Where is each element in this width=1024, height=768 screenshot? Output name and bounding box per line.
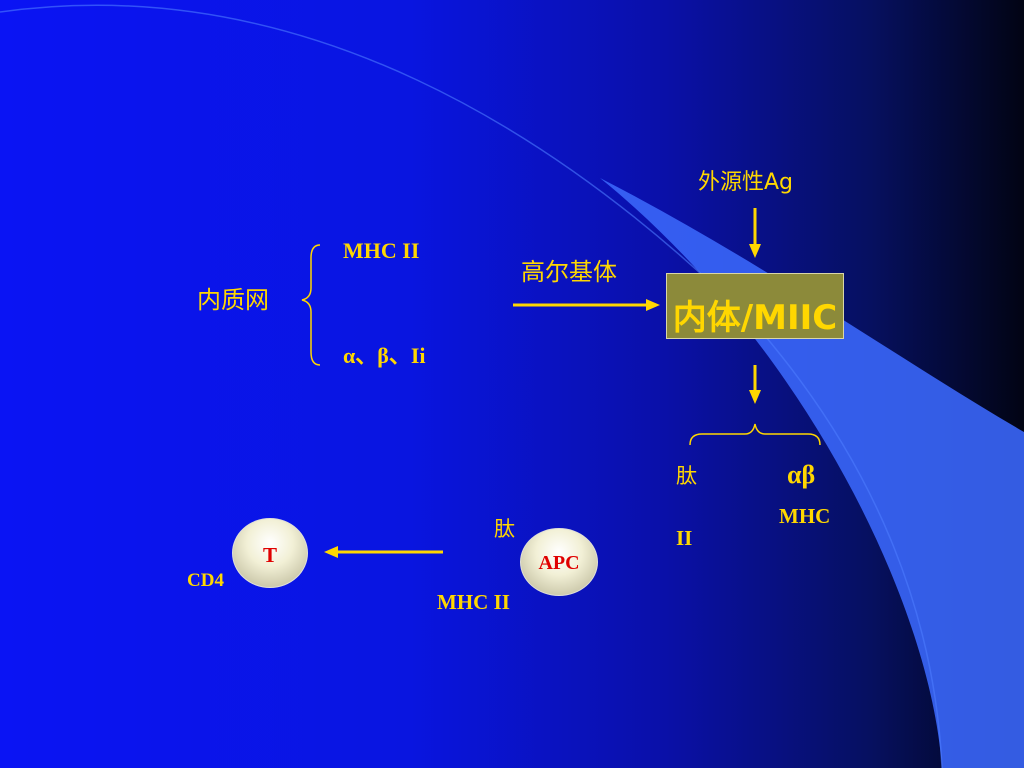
t-cell-label: T [262,543,277,567]
ii-label-right: II [676,526,693,550]
peptide-label-right: 肽 [676,464,697,488]
exogenous-ag-label: 外源性Ag [698,170,794,195]
tcell-arrow-head [324,546,338,558]
alpha-beta-label: αβ [787,460,816,489]
t-cell: T [232,518,308,588]
er-label: 内质网 [197,286,269,314]
background-arc-lower [759,329,943,768]
chains-label: α、β、Ii [343,343,426,368]
complex-brace [689,423,821,446]
mhc-label-right: MHC [779,504,831,528]
golgi-label: 高尔基体 [521,258,617,286]
cd4-label: CD4 [187,570,224,591]
endosome-box: 内体/MIIC [666,273,844,339]
peptide-label-apc: 肽 [494,517,515,541]
background-arc [0,4,761,331]
mhc-ii-bottom-label: MHC II [437,590,510,614]
apc-cell: APC [520,528,598,596]
endosome-label: 内体/MIIC [672,298,838,338]
er-brace [301,244,321,366]
mhc-ii-top-label: MHC II [343,238,420,263]
endosome-arrow-head [749,390,761,404]
apc-label: APC [538,552,580,574]
ag-arrow-head [749,244,761,258]
golgi-arrow-head [646,299,660,311]
